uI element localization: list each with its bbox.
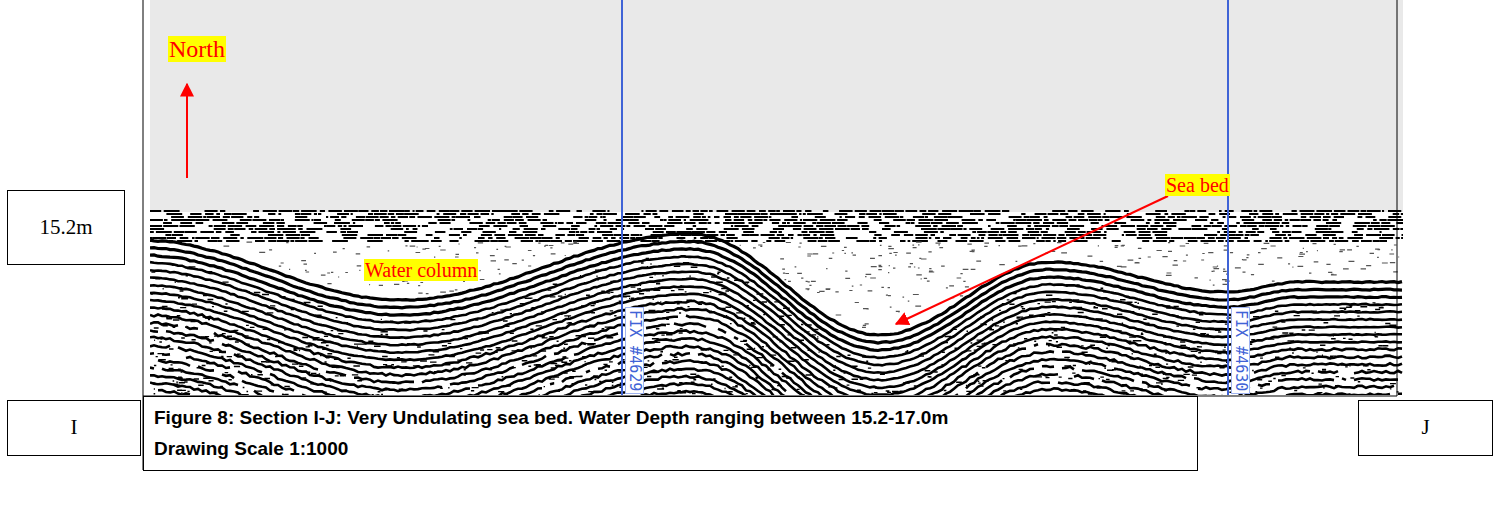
frame-line xyxy=(1397,0,1398,396)
node-text: J xyxy=(1421,415,1429,440)
bed-reflector xyxy=(150,346,1402,395)
node-text: Figure 8: Section I-J: Very Undulating s… xyxy=(154,407,948,430)
bed-reflector xyxy=(150,376,1402,395)
callout-label: Sea bed xyxy=(1165,174,1230,196)
sonar-ground xyxy=(150,0,1403,395)
bed-reflector xyxy=(150,330,1398,395)
bed-reflector xyxy=(150,391,1402,395)
section-end-box: J xyxy=(1358,400,1493,456)
node-text: I xyxy=(71,415,78,440)
node-text: 15.2m xyxy=(39,215,92,240)
fix-mark: FIX #4630 xyxy=(1232,307,1251,394)
region-label: Water column xyxy=(364,259,478,281)
seabed-layers xyxy=(150,211,1403,395)
subsurface-noise xyxy=(151,256,1402,395)
north-arrow xyxy=(186,84,188,178)
fix-line xyxy=(1227,0,1229,395)
sonar-air xyxy=(150,0,1403,212)
bed-reflector xyxy=(150,369,1402,395)
leader-arrow xyxy=(896,196,1168,324)
section-end-box: I xyxy=(7,400,141,456)
depth-box: 15.2m xyxy=(7,190,125,265)
fix-line xyxy=(621,0,623,395)
direction-label: North xyxy=(168,36,226,62)
node-subtext: Drawing Scale 1:1000 xyxy=(154,438,348,461)
bed-reflector xyxy=(158,353,1402,395)
fix-mark: FIX #4629 xyxy=(626,307,645,394)
surface-noise xyxy=(150,211,1403,241)
caption-box: Figure 8: Section I-J: Very Undulating s… xyxy=(143,396,1198,471)
